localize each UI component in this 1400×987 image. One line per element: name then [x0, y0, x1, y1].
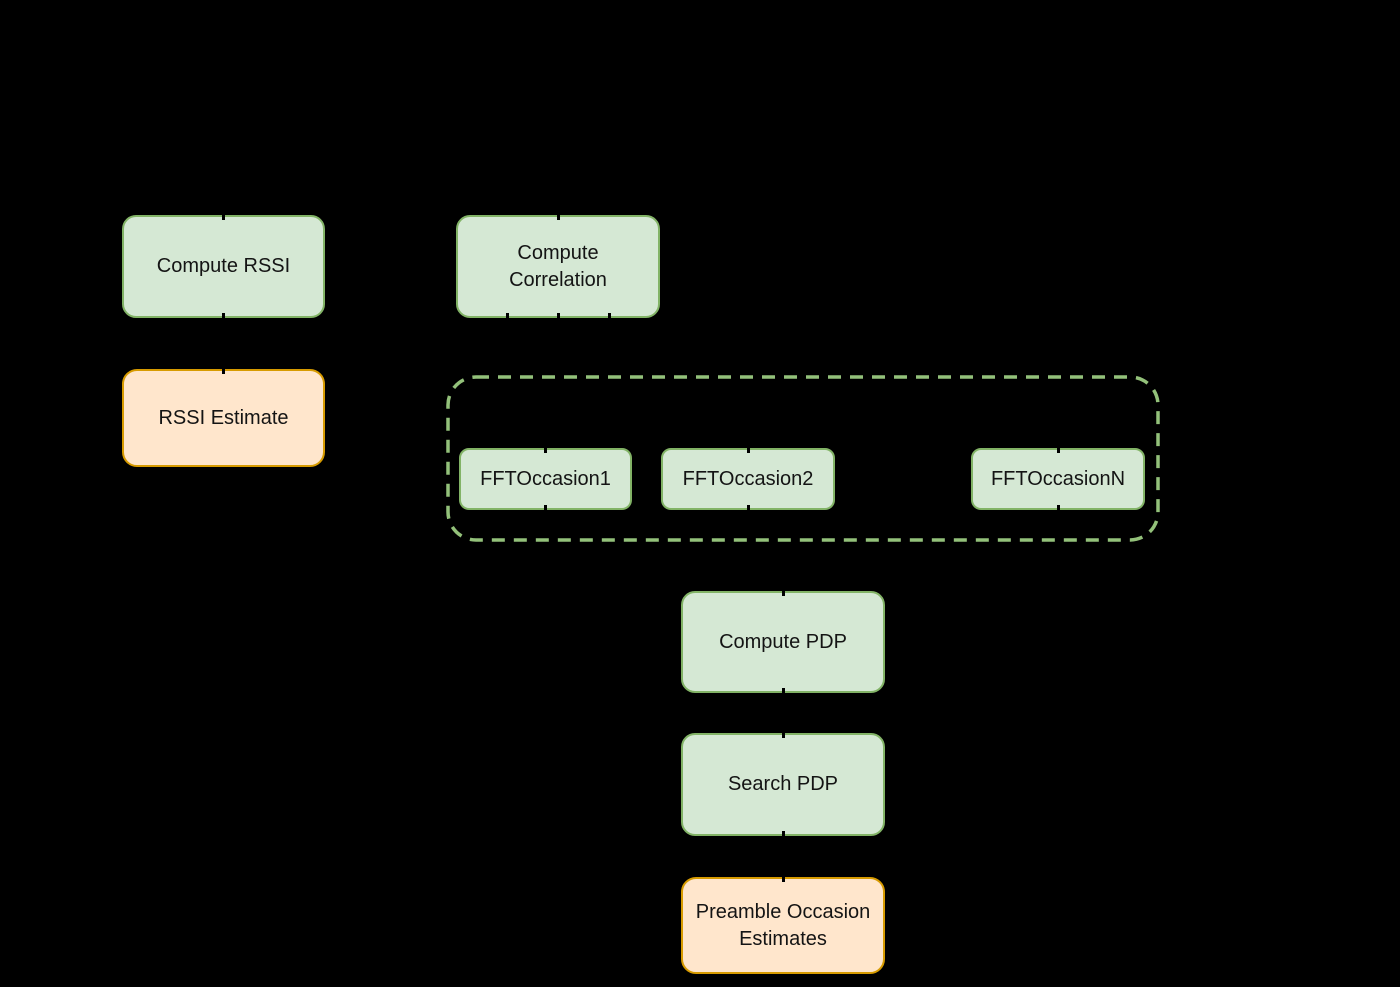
- connector-stub: [782, 831, 785, 841]
- node-rssi-estimate: RSSI Estimate: [122, 369, 325, 467]
- node-compute-rssi: Compute RSSI: [122, 215, 325, 318]
- node-fft-occasion-2: FFTOccasion2: [661, 448, 835, 510]
- connector-stub: [782, 728, 785, 738]
- node-search-pdp: Search PDP: [681, 733, 885, 836]
- connector-stub: [1057, 505, 1060, 515]
- connector-stub: [608, 313, 611, 323]
- node-label: FFTOccasionN: [990, 467, 1126, 490]
- connector-stub: [557, 210, 560, 220]
- connector-stub: [557, 313, 560, 323]
- node-label: Compute PDP: [719, 630, 847, 653]
- connector-stub: [222, 313, 225, 323]
- connector-stub: [1057, 443, 1060, 453]
- connector-stub: [782, 872, 785, 882]
- connector-stub: [747, 505, 750, 515]
- connector-stub: [222, 210, 225, 220]
- node-compute-correlation: Compute Correlation: [456, 215, 660, 318]
- connector-stub: [506, 313, 509, 323]
- node-label: Search PDP: [727, 773, 839, 796]
- dashed-rounded-rect: [446, 375, 1160, 542]
- node-label: RSSI Estimate: [158, 406, 289, 429]
- node-label: FFTOccasion1: [480, 467, 611, 490]
- connector-stub: [782, 688, 785, 698]
- connector-stub: [544, 443, 547, 453]
- connector-stub: [544, 505, 547, 515]
- connector-stub: [747, 443, 750, 453]
- node-compute-pdp: Compute PDP: [681, 591, 885, 693]
- node-fft-occasion-n: FFTOccasionN: [971, 448, 1145, 510]
- connector-stub: [222, 364, 225, 374]
- node-label: Compute Correlation: [509, 242, 607, 291]
- node-preamble-occasion-estimates: Preamble Occasion Estimates: [681, 877, 885, 974]
- node-label: FFTOccasion2: [682, 467, 814, 490]
- node-fft-occasion-1: FFTOccasion1: [459, 448, 632, 510]
- connector-stub: [782, 586, 785, 596]
- node-label: Compute RSSI: [156, 255, 291, 278]
- node-label: Preamble Occasion Estimates: [695, 901, 871, 950]
- fft-occasions-group-frame: [446, 375, 1160, 542]
